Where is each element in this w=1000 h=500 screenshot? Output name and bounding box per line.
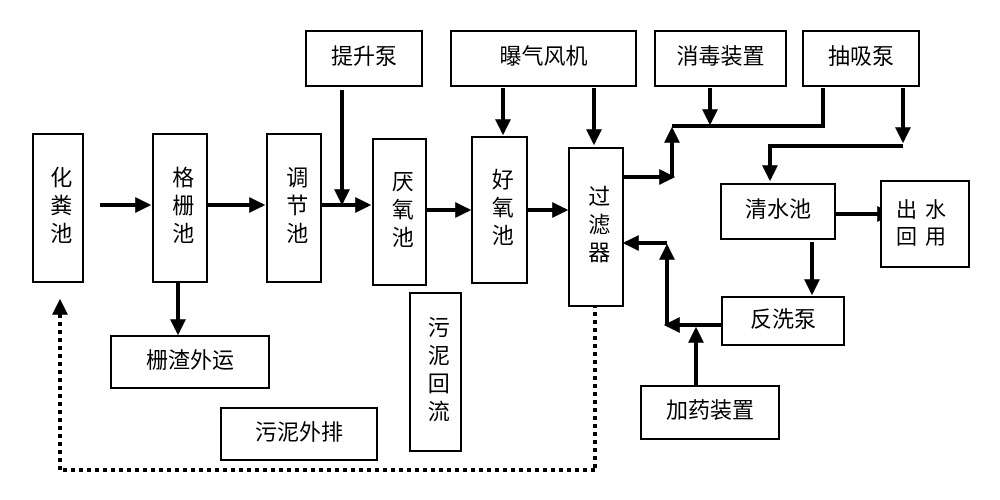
backwash-pump-box: 反洗泵: [721, 296, 845, 346]
grille-pool-box: 格栅池: [152, 133, 208, 283]
aeration-blower-box: 曝气风机: [450, 30, 637, 87]
disinfection-device-box: 消毒装置: [654, 30, 787, 87]
grille-slag-box: 栅渣外运: [110, 335, 270, 389]
line-top-header: [672, 88, 825, 128]
aerobic-pool-box: 好氧池: [471, 136, 528, 284]
clear-water-pool-box: 清水池: [720, 183, 836, 240]
water-reuse-box: 出水回用: [880, 180, 970, 268]
sludge-return-box: 污泥回流: [409, 292, 462, 452]
suction-pump-box: 抽吸泵: [802, 30, 920, 87]
septic-tank-box: 化粪池: [32, 133, 84, 283]
regulating-pool-box: 调节池: [266, 133, 322, 283]
anaerobic-pool-box: 厌氧池: [372, 138, 427, 286]
dosing-device-box: 加药装置: [640, 385, 780, 440]
sludge-discharge-box: 污泥外排: [220, 407, 378, 461]
lift-pump-box: 提升泵: [305, 30, 423, 87]
arrow-to-clear-water: [762, 144, 903, 182]
filter-box: 过滤器: [568, 147, 624, 307]
